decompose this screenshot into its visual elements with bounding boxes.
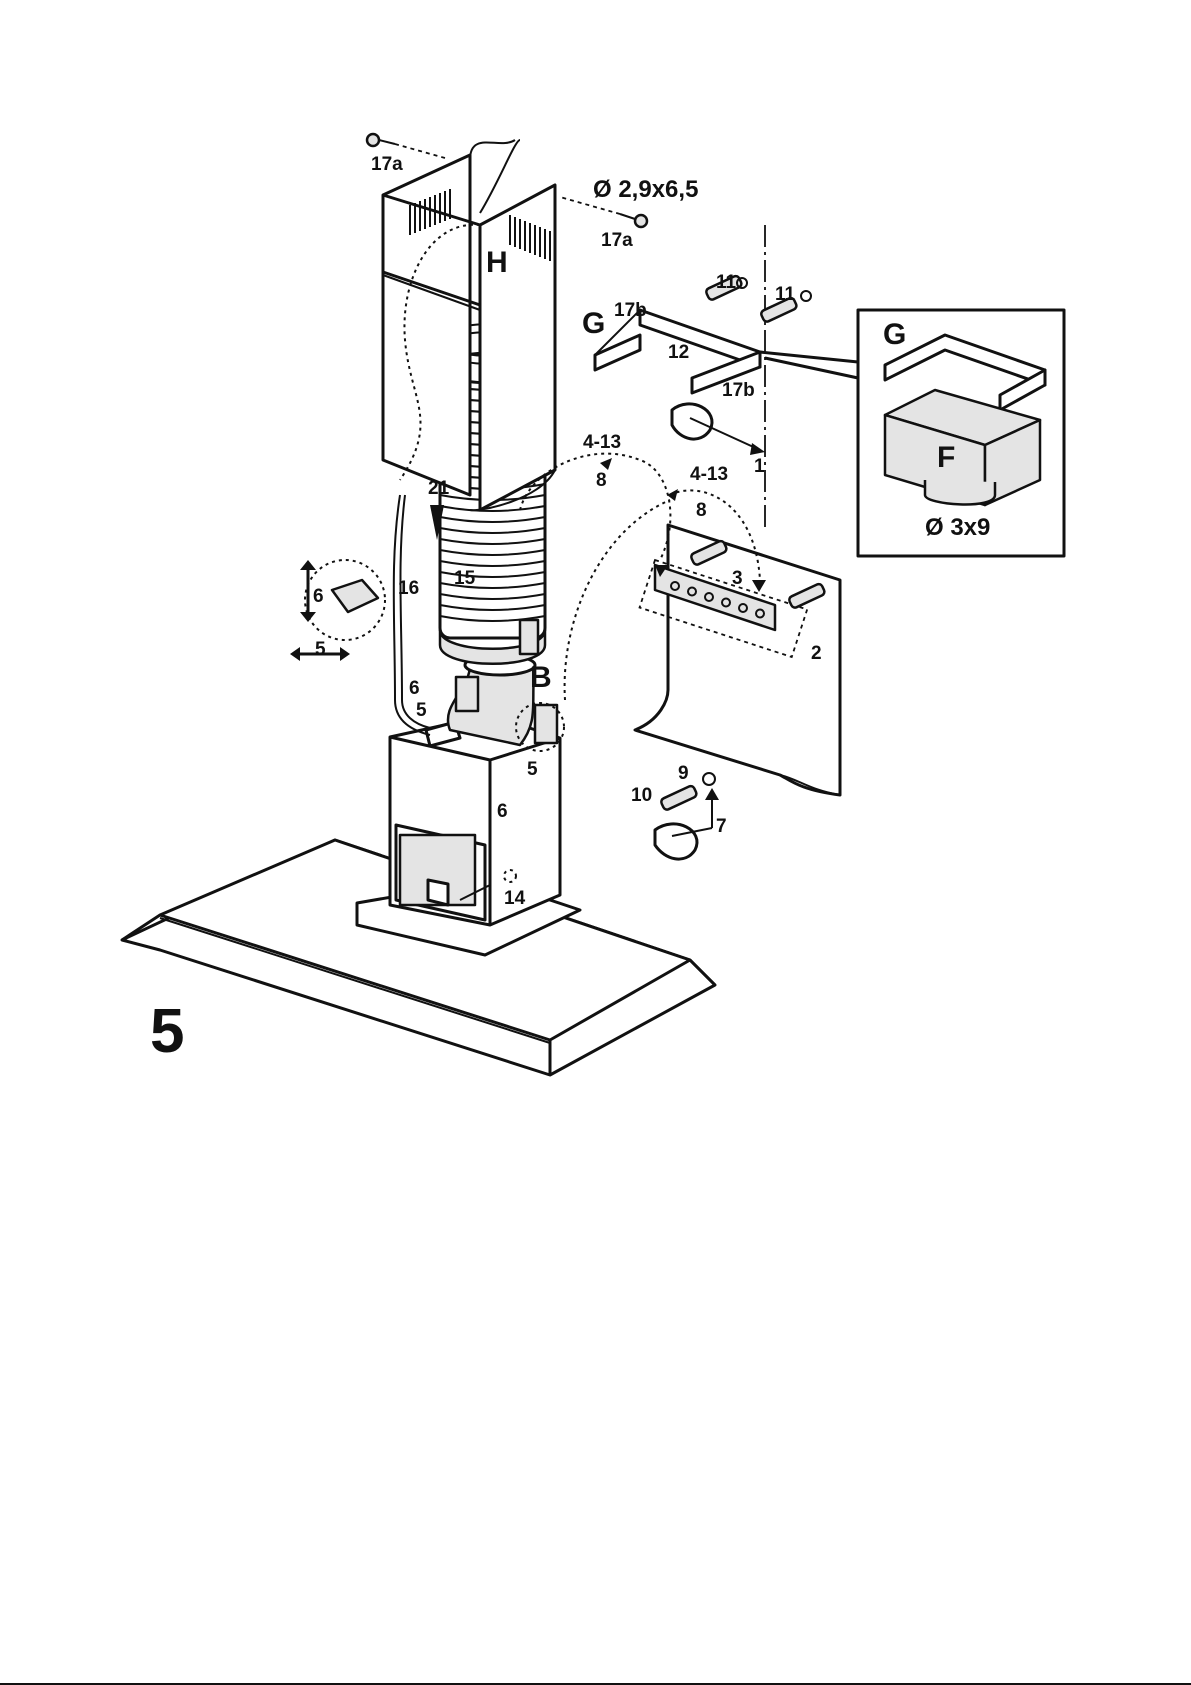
callout-5-left: 5 bbox=[416, 700, 427, 721]
dimension-screw-inset: Ø 3x9 bbox=[925, 514, 990, 541]
label-inset-g: G bbox=[883, 318, 906, 351]
callout-11-left: 11 bbox=[716, 272, 737, 293]
callout-17b-top: 17b bbox=[614, 300, 647, 321]
callout-4-13-right: 4-13 bbox=[690, 464, 728, 485]
callout-6-switch: 6 bbox=[313, 586, 324, 607]
callout-17a-top: 17a bbox=[371, 154, 403, 175]
callout-10: 10 bbox=[631, 785, 652, 806]
callout-17a-right: 17a bbox=[601, 230, 633, 251]
callout-16: 16 bbox=[398, 578, 419, 599]
label-chimney-h: H bbox=[486, 246, 508, 279]
label-outlet-b: B bbox=[530, 661, 552, 694]
callout-5-switch: 5 bbox=[315, 639, 326, 660]
callout-8-right: 8 bbox=[696, 500, 707, 521]
callout-11-right: 11 bbox=[775, 284, 796, 305]
callout-12: 12 bbox=[668, 342, 689, 363]
callout-7: 7 bbox=[716, 816, 727, 837]
switch-detail bbox=[290, 560, 385, 661]
callout-6-right: 6 bbox=[497, 801, 508, 822]
callout-15: 15 bbox=[454, 568, 476, 589]
inset-detail bbox=[760, 310, 1064, 556]
label-bracket-g: G bbox=[582, 307, 605, 340]
callout-4-13-left: 4-13 bbox=[583, 432, 621, 453]
dimension-screw-17a: Ø 2,9x6,5 bbox=[593, 176, 698, 203]
callout-9: 9 bbox=[678, 763, 689, 784]
callout-2: 2 bbox=[811, 643, 822, 664]
callout-3: 3 bbox=[732, 568, 743, 589]
callout-8-left: 8 bbox=[596, 470, 607, 491]
chimney-h bbox=[383, 155, 555, 510]
callout-17b-bottom: 17b bbox=[722, 380, 755, 401]
label-flange-f: F bbox=[937, 441, 955, 474]
callout-5-right: 5 bbox=[527, 759, 538, 780]
callout-6-left: 6 bbox=[409, 678, 420, 699]
figure-number: 5 bbox=[150, 997, 184, 1066]
callout-1: 1 bbox=[754, 456, 765, 477]
callout-21: 21 bbox=[428, 478, 450, 499]
callout-14: 14 bbox=[504, 888, 526, 909]
